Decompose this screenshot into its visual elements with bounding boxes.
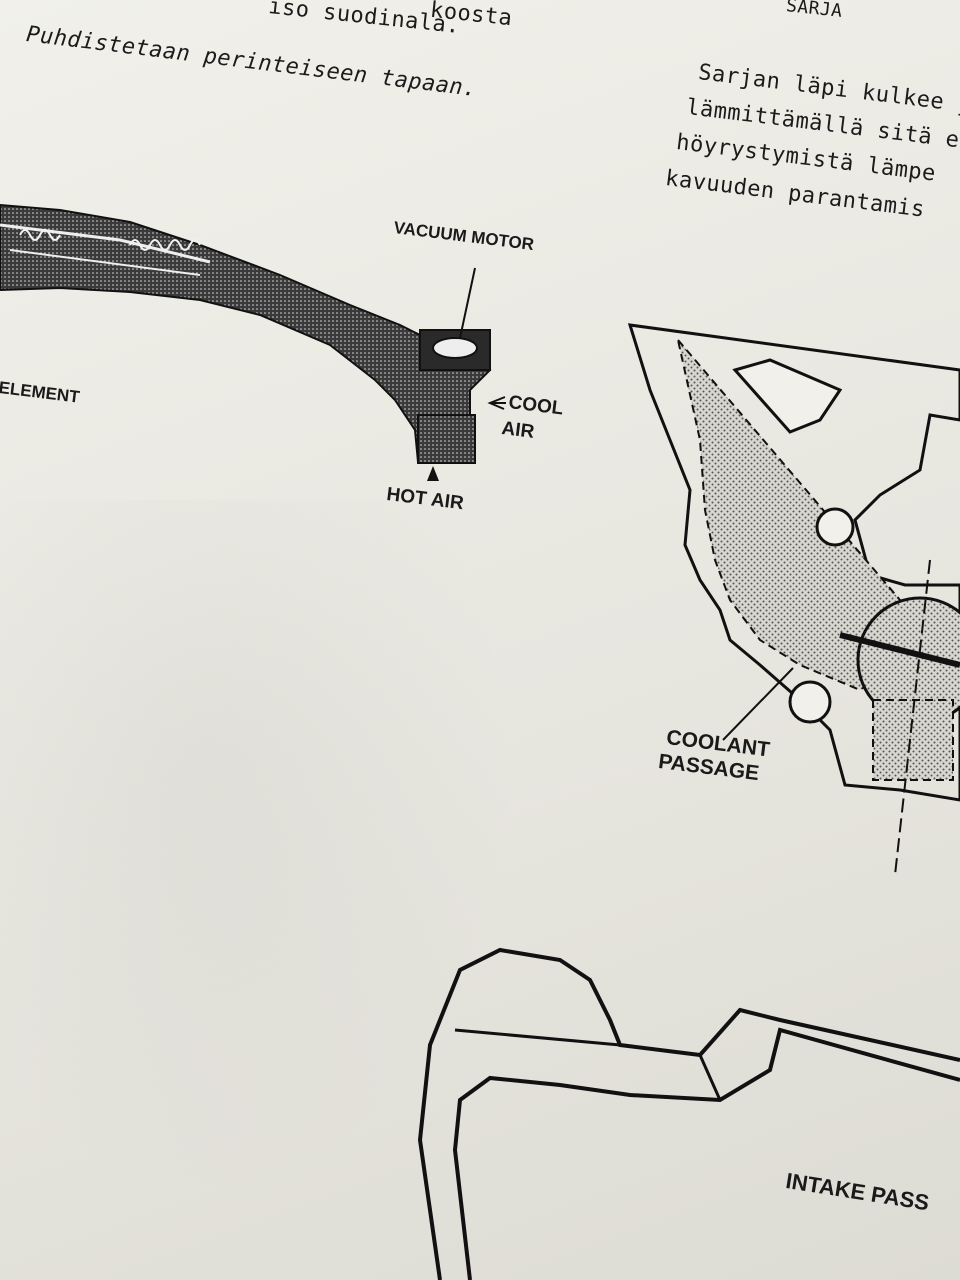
intake-manifold-coolant-drawing — [627, 323, 960, 876]
intake-passage-drawing — [417, 947, 960, 1280]
label-air: AIR — [500, 418, 536, 443]
bleed-through-shadow — [0, 500, 520, 1200]
air-cleaner-snorkel-drawing — [0, 203, 506, 481]
